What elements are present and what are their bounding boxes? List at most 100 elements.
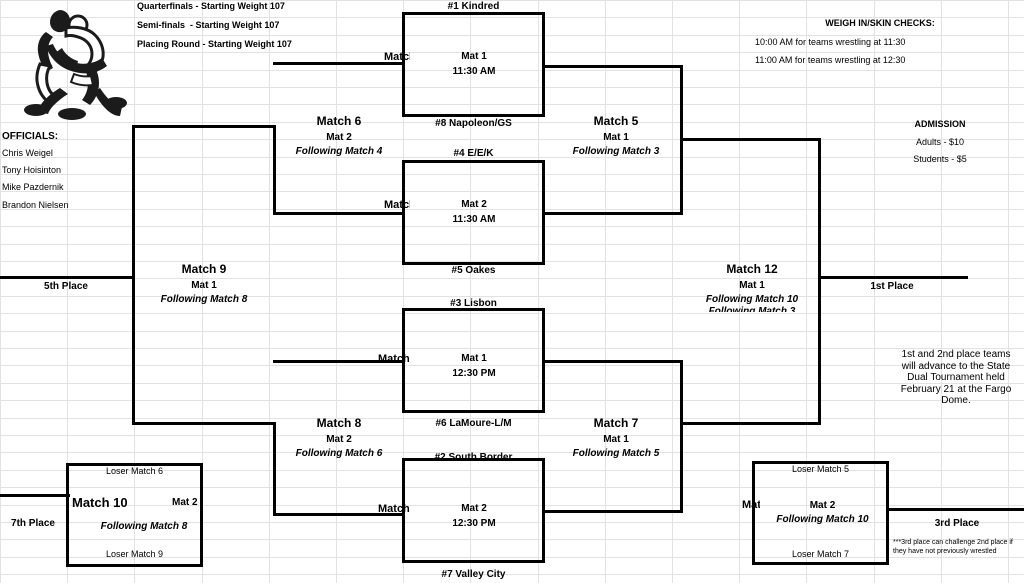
seed-label-4: #4 E/E/K [453, 148, 494, 159]
bracket-line-m12-vert-lower [818, 276, 821, 425]
bracket-line-m1-in [273, 62, 403, 65]
match-5-label-group: Match 5 Mat 1 Following Match 3 [550, 114, 682, 157]
match-12-title: Match 12 [726, 262, 778, 276]
admission-adults: Adults - $10 [915, 137, 965, 147]
match-5-following: Following Match 3 [572, 146, 660, 157]
bracket-line-1st-place [818, 276, 968, 279]
official-name-1: Chris Weigel [2, 148, 53, 158]
match-9-title: Match 9 [181, 262, 227, 276]
bracket-line-5th-place [0, 276, 134, 279]
match-7-title: Match 7 [593, 416, 639, 430]
bracket-line-m6-vert [273, 125, 276, 215]
match-1-box[interactable] [402, 12, 545, 117]
match-10-top-feed: Loser Match 6 [105, 466, 164, 476]
weigh-in-title: WEIGH IN/SKIN CHECKS: [825, 18, 935, 28]
match-2-label: Match 2 [384, 199, 410, 211]
weight-line-semifinals: Semi-finals - Starting Weight 107 [137, 20, 280, 30]
match-5-title: Match 5 [593, 114, 639, 128]
match-1-label: Match 1 [384, 51, 410, 63]
match-4-time: 12:30 PM [452, 518, 496, 529]
bracket-line-m6-bottom [273, 212, 403, 215]
match-10-box[interactable] [66, 463, 203, 567]
official-name-4: Brandon Nielsen [2, 200, 69, 210]
bracket-line-3rd-place [888, 508, 1024, 511]
bracket-line-m7-bottom [545, 510, 683, 513]
bracket-line-7th-place [0, 494, 70, 497]
official-name-2: Tony Hoisinton [2, 165, 62, 175]
place-label-1st: 1st Place [870, 281, 914, 292]
match-1-time: 11:30 AM [452, 66, 496, 77]
bracket-line-m12-vert-upper [818, 138, 821, 278]
match-6-label-group: Match 6 Mat 2 Following Match 4 [273, 114, 405, 157]
state-dual-note: 1st and 2nd place teams will advance to … [900, 349, 1012, 406]
match-4-mat: Mat 2 [461, 503, 487, 514]
match-8-mat: Mat 2 [326, 434, 352, 445]
match-11-title: Match 11 [742, 499, 760, 511]
bracket-line-m9-left-vert-lower [132, 276, 135, 424]
bracket-line-m5-bottom [545, 212, 683, 215]
seed-label-3: #3 Lisbon [450, 298, 497, 309]
match-10-following: Following Match 8 [100, 521, 188, 532]
official-name-3: Mike Pazdernik [2, 182, 64, 192]
weigh-in-line-2: 11:00 AM for teams wrestling at 12:30 [755, 55, 906, 65]
match-9-label-group: Match 9 Mat 1 Following Match 8 [138, 262, 270, 305]
match-9-mat: Mat 1 [191, 280, 217, 291]
match-6-title: Match 6 [316, 114, 362, 128]
match-12-following: Following Match 10 [705, 294, 799, 305]
match-4-box[interactable] [402, 458, 545, 563]
admission-students: Students - $5 [913, 154, 967, 164]
match-8-label-group: Match 8 Mat 2 Following Match 6 [273, 416, 405, 459]
match-12-label-group: Match 12 Mat 1 Following Match 10 Follow… [686, 262, 818, 312]
seed-label-2: #2 South Border [434, 452, 513, 463]
match-2-time: 11:30 AM [452, 214, 496, 225]
match-11-bottom-feed: Loser Match 7 [791, 549, 850, 559]
weight-info-block: Quarterfinals - Starting Weight 107 Semi… [137, 1, 292, 49]
bracket-line-m8-vert [273, 422, 276, 516]
match-5-mat: Mat 1 [603, 132, 629, 143]
match-11-mat: Mat 2 [809, 500, 836, 511]
match-3-mat: Mat 1 [461, 353, 487, 364]
match-6-mat: Mat 2 [326, 132, 352, 143]
bracket-line-m8-bottom [273, 513, 403, 516]
weight-line-quarterfinals: Quarterfinals - Starting Weight 107 [137, 1, 285, 11]
wrestling-logo-icon [16, 2, 128, 122]
place-label-3rd: 3rd Place [934, 518, 980, 529]
bracket-line-m8-top [132, 422, 276, 425]
match-11-following: Following Match 10 [776, 514, 869, 525]
match-8-following: Following Match 6 [295, 448, 383, 459]
match-3-label: Match 3 [378, 353, 410, 365]
seed-label-8: #8 Napoleon/GS [435, 118, 512, 129]
match-8-title: Match 8 [316, 416, 362, 430]
officials-title: OFFICIALS: [2, 131, 59, 142]
bracket-line-m12-top [680, 138, 821, 141]
match-10-mat: Mat 2 [172, 497, 198, 508]
match-3-box[interactable] [402, 308, 545, 413]
third-place-note: ***3rd place can challenge 2nd place if … [893, 539, 1013, 556]
match-6-following: Following Match 4 [295, 146, 383, 157]
match-12-mat: Mat 1 [739, 280, 765, 291]
match-11-top-feed: Loser Match 5 [791, 464, 850, 474]
seed-label-1: #1 Kindred [447, 1, 500, 12]
bracket-line-m7-top [545, 360, 683, 363]
match-11-box[interactable] [752, 461, 889, 565]
admission-title: ADMISSION [914, 119, 966, 129]
match-2-box[interactable] [402, 160, 545, 265]
weight-line-placing: Placing Round - Starting Weight 107 [137, 39, 292, 49]
seed-label-5: #5 Oakes [451, 265, 496, 276]
bracket-line-m5-top [545, 65, 683, 68]
match-7-label-group: Match 7 Mat 1 Following Match 5 [550, 416, 682, 459]
place-label-5th: 5th Place [44, 281, 88, 292]
match-2-mat: Mat 2 [461, 199, 487, 210]
weigh-in-line-1: 10:00 AM for teams wrestling at 11:30 [755, 37, 906, 47]
match-7-mat: Mat 1 [603, 434, 629, 445]
seed-label-6: #6 LaMoure-L/M [435, 418, 512, 429]
seed-label-7: #7 Valley City [441, 569, 506, 580]
place-label-7th: 7th Place [11, 518, 55, 529]
match-10-title: Match 10 [72, 495, 128, 510]
match-4-label: Match 4 [378, 503, 410, 515]
bracket-line-m9-left-vert [132, 125, 135, 278]
match-7-following: Following Match 5 [572, 448, 660, 459]
match-9-following: Following Match 8 [160, 294, 248, 305]
bracket-line-m3-in [273, 360, 403, 363]
